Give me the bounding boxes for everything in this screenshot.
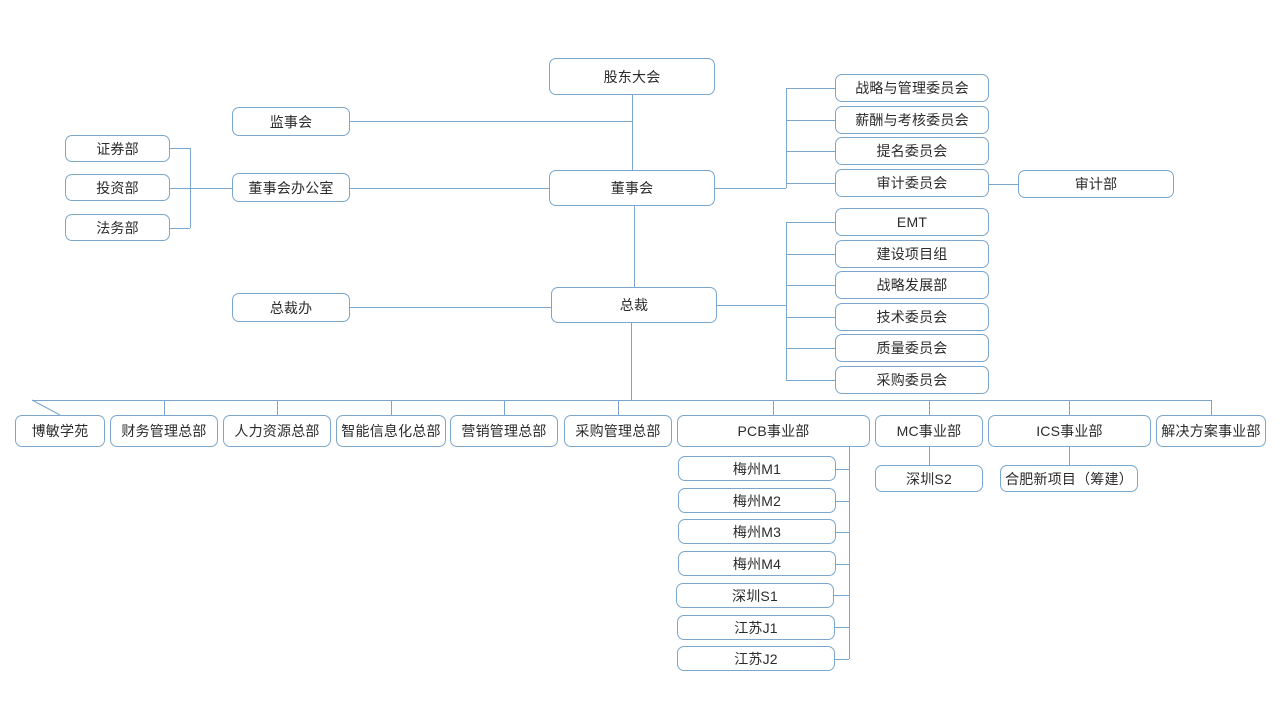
connector-bus-to-mc-division: [929, 400, 930, 415]
connector-president-to-quality-committee: [786, 348, 835, 349]
connector-bottom-bus: [32, 400, 1211, 401]
connector-board-office-dept-bus: [190, 148, 191, 228]
node-pcb-division[interactable]: PCB事业部: [677, 415, 870, 447]
node-strategy-dev-dept[interactable]: 战略发展部: [835, 271, 989, 299]
connector-board-to-audit-committee: [786, 183, 835, 184]
node-quality-committee[interactable]: 质量委员会: [835, 334, 989, 362]
connector-bus-to-smart-info-hq: [391, 400, 392, 415]
node-comp-assessment-committee[interactable]: 薪酬与考核委员会: [835, 106, 989, 134]
connector-board-office-to-legal: [170, 228, 190, 229]
node-ics-division[interactable]: ICS事业部: [988, 415, 1151, 447]
connector-board-to-president: [634, 206, 635, 287]
connector-board-to-board-office: [350, 188, 549, 189]
node-nomination-committee[interactable]: 提名委员会: [835, 137, 989, 165]
connector-pcb-sub-bus: [849, 447, 850, 659]
node-finance-hq[interactable]: 财务管理总部: [110, 415, 218, 447]
node-strategy-mgmt-committee[interactable]: 战略与管理委员会: [835, 74, 989, 102]
node-board-of-directors[interactable]: 董事会: [549, 170, 715, 206]
connector-pcb-to-meizhou-m4: [836, 564, 849, 565]
node-supervisory-board[interactable]: 监事会: [232, 107, 350, 136]
node-securities-dept[interactable]: 证券部: [65, 135, 170, 162]
connector-president-to-president-office: [350, 307, 551, 308]
connector-bus-to-marketing-hq: [504, 400, 505, 415]
connector-board-committee-bus: [786, 88, 787, 188]
node-construction-project-group[interactable]: 建设项目组: [835, 240, 989, 268]
connector-president-committee-bus: [786, 222, 787, 380]
connector-shareholders-to-board: [632, 95, 633, 170]
connector-board-office-to-investment: [170, 188, 190, 189]
connector-bus-to-hr-hq: [277, 400, 278, 415]
node-meizhou-m4[interactable]: 梅州M4: [678, 551, 836, 576]
node-audit-dept[interactable]: 审计部: [1018, 170, 1174, 198]
connector-supervisory-board: [350, 121, 632, 122]
connector-bus-to-pcb-division: [773, 400, 774, 415]
connector-bus-to-solution-division: [1211, 400, 1212, 415]
connector-pcb-to-shenzhen-s1: [834, 595, 849, 596]
node-jiangsu-j1[interactable]: 江苏J1: [677, 615, 835, 640]
node-audit-committee[interactable]: 审计委员会: [835, 169, 989, 197]
node-shenzhen-s1[interactable]: 深圳S1: [676, 583, 834, 608]
node-mc-division[interactable]: MC事业部: [875, 415, 983, 447]
connector-president-right-stub: [717, 305, 786, 306]
connector-president-to-emt: [786, 222, 835, 223]
node-meizhou-m3[interactable]: 梅州M3: [678, 519, 836, 544]
connector-board-right-stub: [715, 188, 786, 189]
connector-bus-to-bomin-academy: [31, 399, 61, 416]
connector-pcb-to-jiangsu-j2: [835, 659, 849, 660]
connector-board-office-to-securities: [170, 148, 190, 149]
node-president[interactable]: 总裁: [551, 287, 717, 323]
node-procurement-hq[interactable]: 采购管理总部: [564, 415, 672, 447]
connector-board-to-strategy-committee: [786, 88, 835, 89]
node-marketing-hq[interactable]: 营销管理总部: [450, 415, 558, 447]
node-meizhou-m1[interactable]: 梅州M1: [678, 456, 836, 481]
node-technology-committee[interactable]: 技术委员会: [835, 303, 989, 331]
connector-board-to-comp-committee: [786, 120, 835, 121]
connector-bus-to-ics-division: [1069, 400, 1070, 415]
connector-president-to-construction-group: [786, 254, 835, 255]
connector-pcb-to-jiangsu-j1: [835, 627, 849, 628]
node-bomin-academy[interactable]: 博敏学苑: [15, 415, 105, 447]
node-procurement-committee[interactable]: 采购委员会: [835, 366, 989, 394]
node-smart-info-hq[interactable]: 智能信息化总部: [336, 415, 446, 447]
connector-mc-to-shenzhen-s2: [929, 447, 930, 465]
node-jiangsu-j2[interactable]: 江苏J2: [677, 646, 835, 671]
connector-pcb-to-meizhou-m2: [836, 501, 849, 502]
node-shareholders-meeting[interactable]: 股东大会: [549, 58, 715, 95]
node-meizhou-m2[interactable]: 梅州M2: [678, 488, 836, 513]
connector-president-to-bottom-bus: [631, 323, 632, 400]
connector-audit-committee-to-audit-dept: [989, 184, 1018, 185]
connector-president-to-procurement-committee: [786, 380, 835, 381]
connector-board-to-nomination-committee: [786, 151, 835, 152]
connector-pcb-to-meizhou-m1: [836, 469, 849, 470]
connector-bus-to-procurement-hq: [618, 400, 619, 415]
node-board-office[interactable]: 董事会办公室: [232, 173, 350, 202]
node-hefei-new-project[interactable]: 合肥新项目（筹建）: [1000, 465, 1138, 492]
node-investment-dept[interactable]: 投资部: [65, 174, 170, 201]
connector-ics-to-hefei: [1069, 447, 1070, 465]
node-solution-division[interactable]: 解决方案事业部: [1156, 415, 1266, 447]
node-president-office[interactable]: 总裁办: [232, 293, 350, 322]
node-hr-hq[interactable]: 人力资源总部: [223, 415, 331, 447]
connector-bus-to-finance-hq: [164, 400, 165, 415]
connector-president-to-technology-committee: [786, 317, 835, 318]
node-emt[interactable]: EMT: [835, 208, 989, 236]
connector-pcb-to-meizhou-m3: [836, 532, 849, 533]
connector-board-office-left-stub: [190, 188, 232, 189]
node-legal-dept[interactable]: 法务部: [65, 214, 170, 241]
connector-president-to-strategy-dev: [786, 285, 835, 286]
node-shenzhen-s2[interactable]: 深圳S2: [875, 465, 983, 492]
